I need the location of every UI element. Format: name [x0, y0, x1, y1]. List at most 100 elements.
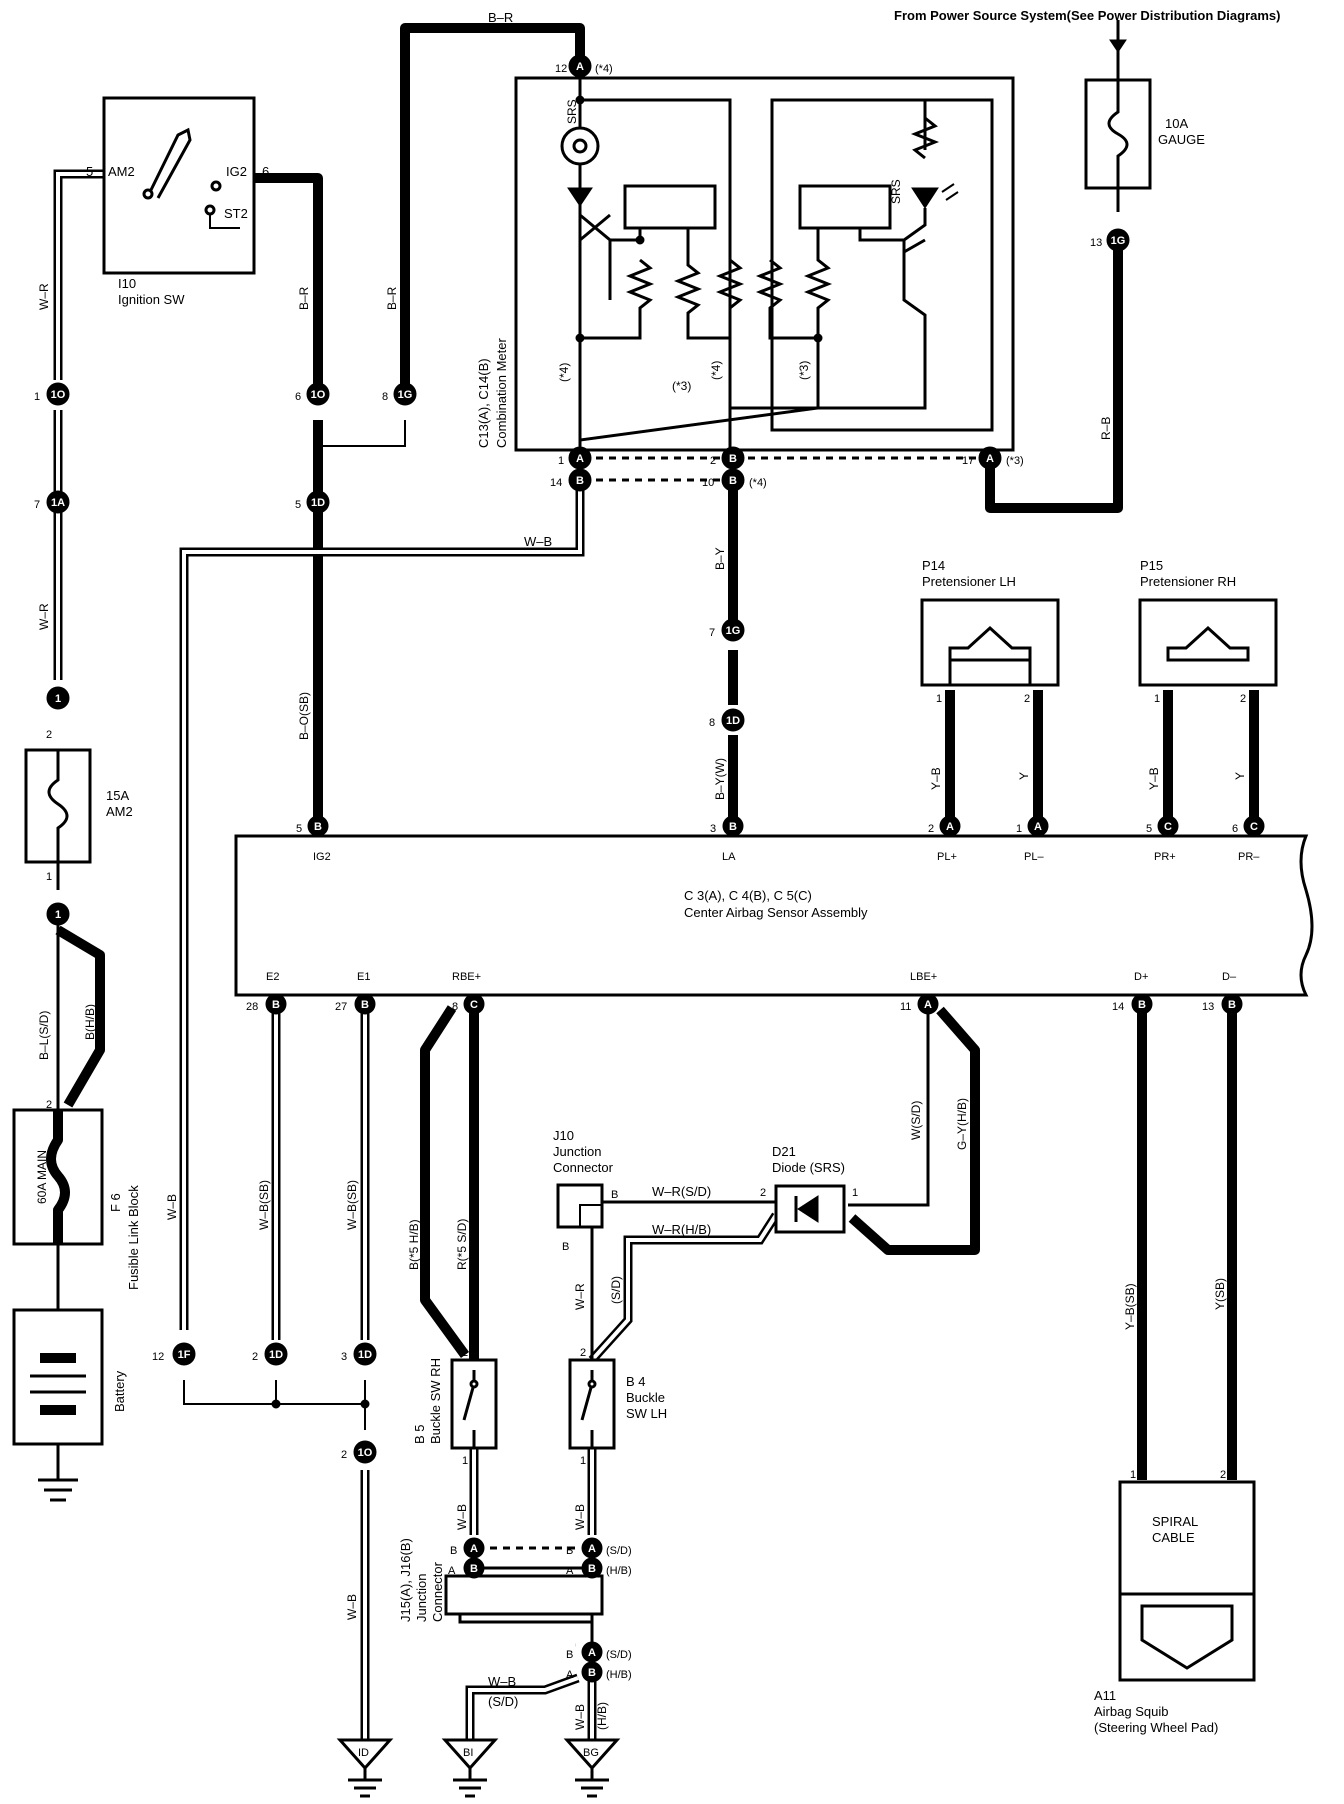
svg-text:1: 1 — [1016, 823, 1022, 835]
svg-text:2: 2 — [1240, 693, 1246, 705]
buckle-lh-name: Buckle — [626, 1390, 665, 1405]
ignition-sw-name: Ignition SW — [118, 292, 185, 307]
pin-sensor-5c: C51 — [1146, 693, 1179, 837]
battery: Battery — [12, 1308, 127, 1502]
sensor-term-pl-plus: PL+ — [937, 851, 957, 863]
svg-text:A: A — [576, 61, 584, 73]
svg-text:B: B — [576, 475, 584, 487]
ground-bg-label: BG — [583, 1747, 599, 1759]
sensor-term-lbe-plus: LBE+ — [910, 971, 937, 983]
squib-name: Airbag Squib — [1094, 1704, 1168, 1719]
wire-label-w-b-bi: W–B — [488, 1674, 516, 1689]
wire-label-y-sb: Y(SB) — [1213, 1278, 1227, 1310]
ground-id-label: ID — [358, 1747, 369, 1759]
pin-meter-17: A17(*3) — [962, 446, 1024, 470]
svg-text:B: B — [588, 1563, 596, 1575]
meter-note-4b: (*4) — [709, 361, 723, 380]
pin-j15-a-right: AB(S/D) — [566, 1537, 632, 1559]
pin-meter-1: A1 — [558, 446, 592, 470]
pretensioner-rh: P15 Pretensioner RH — [1138, 558, 1278, 687]
pin-meter-10: B10(*4) — [702, 468, 767, 492]
svg-text:13: 13 — [1090, 237, 1102, 249]
pin-sensor-3: B3 — [710, 815, 744, 837]
wire-label-w-b-left: W–B — [165, 1194, 179, 1220]
svg-text:1A: 1A — [51, 497, 65, 509]
junction-j10: J10 Junction Connector B B — [553, 1128, 618, 1253]
spiral-cable-name: SPIRAL — [1152, 1514, 1198, 1529]
wire-label-sd-j10: (S/D) — [609, 1276, 623, 1304]
pin-note: (S/D) — [606, 1545, 632, 1557]
wire-label-sd-bi: (S/D) — [488, 1694, 518, 1709]
buckle-sw-rh: B 5 Buckle SW RH — [412, 1358, 498, 1450]
svg-text:1: 1 — [1154, 693, 1160, 705]
pin-1d-3: 1D3 — [341, 1342, 377, 1366]
wire-label-g-y-hb: G–Y(H/B) — [955, 1098, 969, 1150]
sensor-term-pr-plus: PR+ — [1154, 851, 1176, 863]
svg-text:B: B — [1228, 999, 1236, 1011]
battery-name: Battery — [112, 1370, 127, 1412]
pin-1a-7: 1A7 — [34, 490, 70, 514]
pin-meter-12: A12(*4) — [555, 54, 613, 78]
diode-id: D21 — [772, 1144, 796, 1159]
svg-text:8: 8 — [382, 391, 388, 403]
sensor-term-d-minus: D– — [1222, 971, 1237, 983]
pretensioner-rh-id: P15 — [1140, 558, 1163, 573]
diode-pin-1: 1 — [852, 1187, 858, 1199]
svg-text:2: 2 — [1024, 693, 1030, 705]
pin-1d-2: 1D2 — [252, 1342, 288, 1366]
sensor-term-ig2: IG2 — [313, 851, 331, 863]
svg-text:1: 1 — [55, 909, 61, 921]
wire-label-w-r-hb: W–R(H/B) — [652, 1222, 711, 1237]
svg-text:A: A — [566, 1669, 574, 1681]
grounds: ID BI BG — [336, 1738, 621, 1798]
pin-note: (*4) — [749, 477, 767, 489]
wire-label-w-b-lh: W–B — [573, 1504, 587, 1530]
wire-label-hb-bg: (H/B) — [595, 1702, 609, 1730]
buckle-lh-id: B 4 — [626, 1374, 646, 1389]
svg-text:A: A — [448, 1565, 456, 1577]
ground-bg: BG — [563, 1738, 621, 1798]
buckle-rh-id: B 5 — [412, 1424, 427, 1444]
svg-text:C: C — [470, 999, 478, 1011]
pin-sensor-13b: B 13 — [1202, 993, 1243, 1015]
svg-text:11: 11 — [900, 1001, 911, 1013]
fusible-link-name: Fusible Link Block — [126, 1185, 141, 1290]
svg-text:B: B — [361, 999, 369, 1011]
svg-text:2: 2 — [252, 1351, 258, 1363]
svg-text:2: 2 — [462, 1347, 468, 1359]
svg-text:B: B — [470, 1563, 478, 1575]
svg-text:2: 2 — [46, 729, 52, 741]
svg-text:1F: 1F — [178, 1349, 191, 1361]
svg-text:A: A — [576, 453, 584, 465]
svg-text:1: 1 — [580, 1455, 586, 1467]
ignition-pin-am2: AM2 — [108, 164, 135, 179]
ignition-pin-st2: ST2 — [224, 206, 248, 221]
pin-note: (*4) — [595, 63, 613, 75]
svg-text:12: 12 — [152, 1351, 164, 1363]
wire-label-y-b-lh: Y–B — [929, 767, 943, 790]
wire-label-w-sd: W(S/D) — [909, 1101, 923, 1140]
pin-buckle-lh: 21 — [580, 1347, 586, 1467]
spiral-cable-name2: CABLE — [1152, 1530, 1195, 1545]
meter-note-3b: (*3) — [672, 379, 691, 393]
svg-text:B: B — [1138, 999, 1146, 1011]
svg-text:1: 1 — [936, 693, 942, 705]
svg-text:6: 6 — [295, 391, 301, 403]
pin-meter-14: B14 — [550, 468, 592, 492]
svg-text:2: 2 — [710, 455, 716, 467]
fusible-link-id: F 6 — [108, 1193, 123, 1212]
diode-d21: D21 Diode (SRS) 2 1 — [760, 1144, 858, 1234]
wire-label-b-r-2: B–R — [297, 286, 311, 310]
pin-sensor-5: B5 — [296, 815, 329, 837]
pin-sensor-8c: C8 — [452, 993, 485, 1015]
svg-text:13: 13 — [1202, 1001, 1214, 1013]
wire-label-y-b-rh: Y–B — [1147, 767, 1161, 790]
svg-text:8: 8 — [452, 1001, 458, 1013]
svg-text:14: 14 — [1112, 1001, 1124, 1013]
svg-text:1: 1 — [55, 693, 61, 705]
svg-text:B: B — [272, 999, 280, 1011]
wire-label-y-lh: Y — [1017, 772, 1031, 780]
pin-j16-b-left: BA — [448, 1557, 485, 1579]
